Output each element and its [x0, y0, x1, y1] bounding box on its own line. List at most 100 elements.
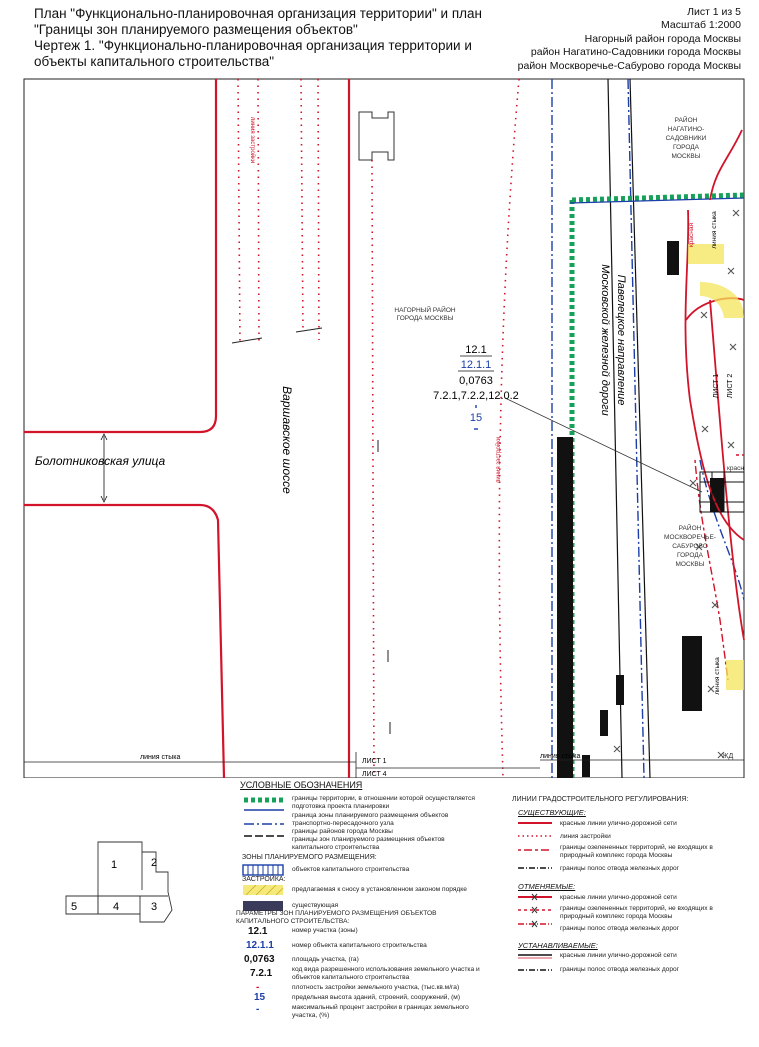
district-nagorny-line1: НАГОРНЫЙ РАЙОН	[394, 305, 455, 314]
legend-existing-red: красные линии улично-дорожной сети	[560, 820, 677, 827]
existing-buildings	[582, 241, 724, 777]
param-value-percent: -	[256, 1004, 260, 1015]
district-name-2: район Нагатино-Садовники города Москвы	[530, 46, 741, 59]
district-nagorny-line2: ГОРОДА МОСКВЫ	[397, 315, 454, 322]
district-nagatino-line3: САДОВНИКИ	[666, 135, 707, 142]
zone-height: 15	[470, 412, 482, 424]
legend-item-project-boundary: границы территории, в отношении которой …	[292, 795, 475, 810]
legend-existing-title: СУЩЕСТВУЮЩИЕ:	[518, 808, 586, 817]
railway-label-line1: Павелецкое направление	[615, 275, 627, 406]
param-value-height: 15	[254, 992, 266, 1003]
legend-symbols-cancelled	[518, 893, 552, 928]
red-line-road-sw	[24, 503, 226, 778]
demolition-zones	[688, 244, 744, 690]
param-text-zone: номер участка (зоны)	[292, 927, 358, 934]
index-label-2: 2	[151, 857, 157, 869]
legend-params-title: ПАРАМЕТРЫ ЗОН ПЛАНИРУЕМОГО РАЗМЕЩЕНИЯ ОБ…	[236, 910, 437, 925]
district-nagatino: РАЙОН НАГАТИНО- САДОВНИКИ ГОРОДА МОСКВЫ	[666, 115, 707, 160]
right-label-red2: красн	[727, 465, 744, 472]
street-label-bolotnikovskaya: Болотниковская улица	[35, 454, 166, 468]
title-line-3: Чертеж 1. "Функционально-планировочная о…	[34, 38, 472, 53]
right-label-zhd: ЖД	[722, 753, 733, 760]
param-value-zone: 12.1	[248, 926, 268, 937]
object-number: 12.1.1	[461, 359, 492, 371]
scale: Масштаб 1:2000	[661, 19, 741, 32]
legend-item-district-boundary: границы районов города Москвы	[292, 828, 393, 835]
building-top	[358, 111, 395, 161]
legend-existing-railway: границы полос отвода железных дорог	[560, 865, 680, 872]
railway-lines	[607, 78, 651, 778]
map-header: План "Функционально-планировочная органи…	[0, 0, 759, 78]
legend-item-zone-boundary: границы зон планируемого размещения объе…	[292, 836, 445, 851]
sheet-info: Лист 1 из 5 Масштаб 1:2000 Нагорный райо…	[518, 6, 741, 73]
index-label-4: 4	[113, 901, 119, 913]
railway-label-line2: Московской железной дороги	[599, 264, 611, 416]
district-moskvorechye-line3: САБУРОВО	[672, 543, 708, 550]
district-moskvorechye: РАЙОН МОСКВОРЕЧЬЕ- САБУРОВО ГОРОДА МОСКВ…	[664, 523, 716, 568]
district-nagatino-line1: РАЙОН	[675, 115, 698, 124]
param-text-percent: максимальный процент застройки в граница…	[292, 1004, 469, 1019]
vertical-label-building: линия застройки	[249, 117, 256, 163]
legend-established-railway: границы полос отвода железных дорог	[560, 966, 680, 973]
right-label-junction2: линия стыка	[714, 657, 721, 695]
district-name-3: район Москворечье-Сабурово города Москвы	[517, 59, 741, 72]
survey-ticks	[231, 327, 391, 734]
legend-cancelled-green: границы озелененных территорий, не входя…	[560, 905, 713, 920]
zone-number: 12.1	[465, 344, 486, 356]
legend-existing-building: линия застройки	[560, 833, 611, 840]
x-marks	[613, 209, 740, 759]
red-line-road-nw	[24, 79, 218, 434]
param-text-height: предельная высота зданий, строений, соор…	[292, 994, 461, 1001]
param-value-area: 0,0763	[244, 954, 275, 965]
document-title: План "Функционально-планировочная органи…	[34, 6, 514, 70]
param-text-use-code: код вида разрешенного использования земе…	[292, 966, 480, 981]
index-map: 1 2 3 4 5	[65, 841, 173, 923]
zone-area: 0,0763	[459, 375, 493, 387]
plan-map: Болотниковская улица Варшавское шоссе Па…	[23, 78, 745, 778]
param-text-area: площадь участка, (га)	[292, 956, 359, 963]
legend-cancelled-title: ОТМЕНЯЕМЫЕ:	[518, 882, 576, 891]
tpu-boundary	[569, 197, 745, 204]
legend-regulation-title: ЛИНИИ ГРАДОСТРОИТЕЛЬНОГО РЕГУЛИРОВАНИЯ:	[512, 796, 689, 803]
bottom-label-junction-mid: линия стыка	[540, 753, 580, 760]
red-lines	[24, 79, 351, 778]
legend-title: УСЛОВНЫЕ ОБОЗНАЧЕНИЯ	[240, 780, 363, 790]
legend-built-title: ЗАСТРОЙКА:	[242, 876, 286, 883]
leader-line	[504, 397, 703, 493]
legend-cancelled-railway: границы полос отвода железных дорог	[560, 925, 680, 932]
index-label-3: 3	[151, 901, 157, 913]
index-label-1: 1	[111, 859, 117, 871]
district-moskvorechye-line4: ГОРОДА	[677, 552, 704, 559]
building-lines	[237, 78, 520, 778]
district-moskvorechye-line5: МОСКВЫ	[675, 561, 704, 568]
sheet-label-list4: ЛИСТ 4	[362, 771, 387, 778]
right-label-list1: ЛИСТ 1	[713, 374, 720, 399]
legend-symbol-capital-construction	[242, 864, 284, 876]
district-moskvorechye-line2: МОСКВОРЕЧЬЕ-	[664, 534, 716, 541]
district-nagatino-line5: МОСКВЫ	[671, 153, 700, 160]
street-dimension-arrow	[100, 433, 108, 503]
legend-established-red: красные линии улично-дорожной сети	[560, 952, 677, 959]
param-value-object: 12.1.1	[246, 940, 274, 951]
district-nagatino-line4: ГОРОДА	[673, 144, 700, 151]
district-moskvorechye-line1: РАЙОН	[679, 523, 702, 532]
param-value-use-code: 7.2.1	[250, 968, 273, 979]
district-nagatino-line2: НАГАТИНО-	[668, 126, 705, 133]
legend-cancelled-red: красные линии улично-дорожной сети	[560, 894, 677, 901]
green-area-boundary	[694, 454, 744, 681]
sheet-label-list1: ЛИСТ 1	[362, 758, 387, 765]
sheet-number: Лист 1 из 5	[687, 6, 741, 18]
legend-zones-title: ЗОНЫ ПЛАНИРУЕМОГО РАЗМЕЩЕНИЯ:	[242, 854, 377, 861]
legend-symbols-boundaries	[244, 797, 284, 837]
right-label-red: красная	[688, 223, 695, 248]
vertical-label-red: линия застройки	[495, 437, 502, 483]
right-label-junction: линия стыка	[711, 211, 718, 249]
map-frame	[23, 78, 745, 778]
legend-symbols-buildings	[243, 884, 284, 911]
transit-crossing	[699, 471, 745, 513]
district-name-1: Нагорный район города Москвы	[584, 32, 741, 45]
param-value-density: -	[256, 982, 260, 993]
existing-building-strip	[557, 437, 573, 778]
legend-area: 1 2 3 4 5 УСЛОВНЫЕ ОБОЗНАЧЕНИЯ границы т…	[0, 778, 759, 1047]
bottom-label-junction-left: линия стыка	[140, 754, 180, 761]
